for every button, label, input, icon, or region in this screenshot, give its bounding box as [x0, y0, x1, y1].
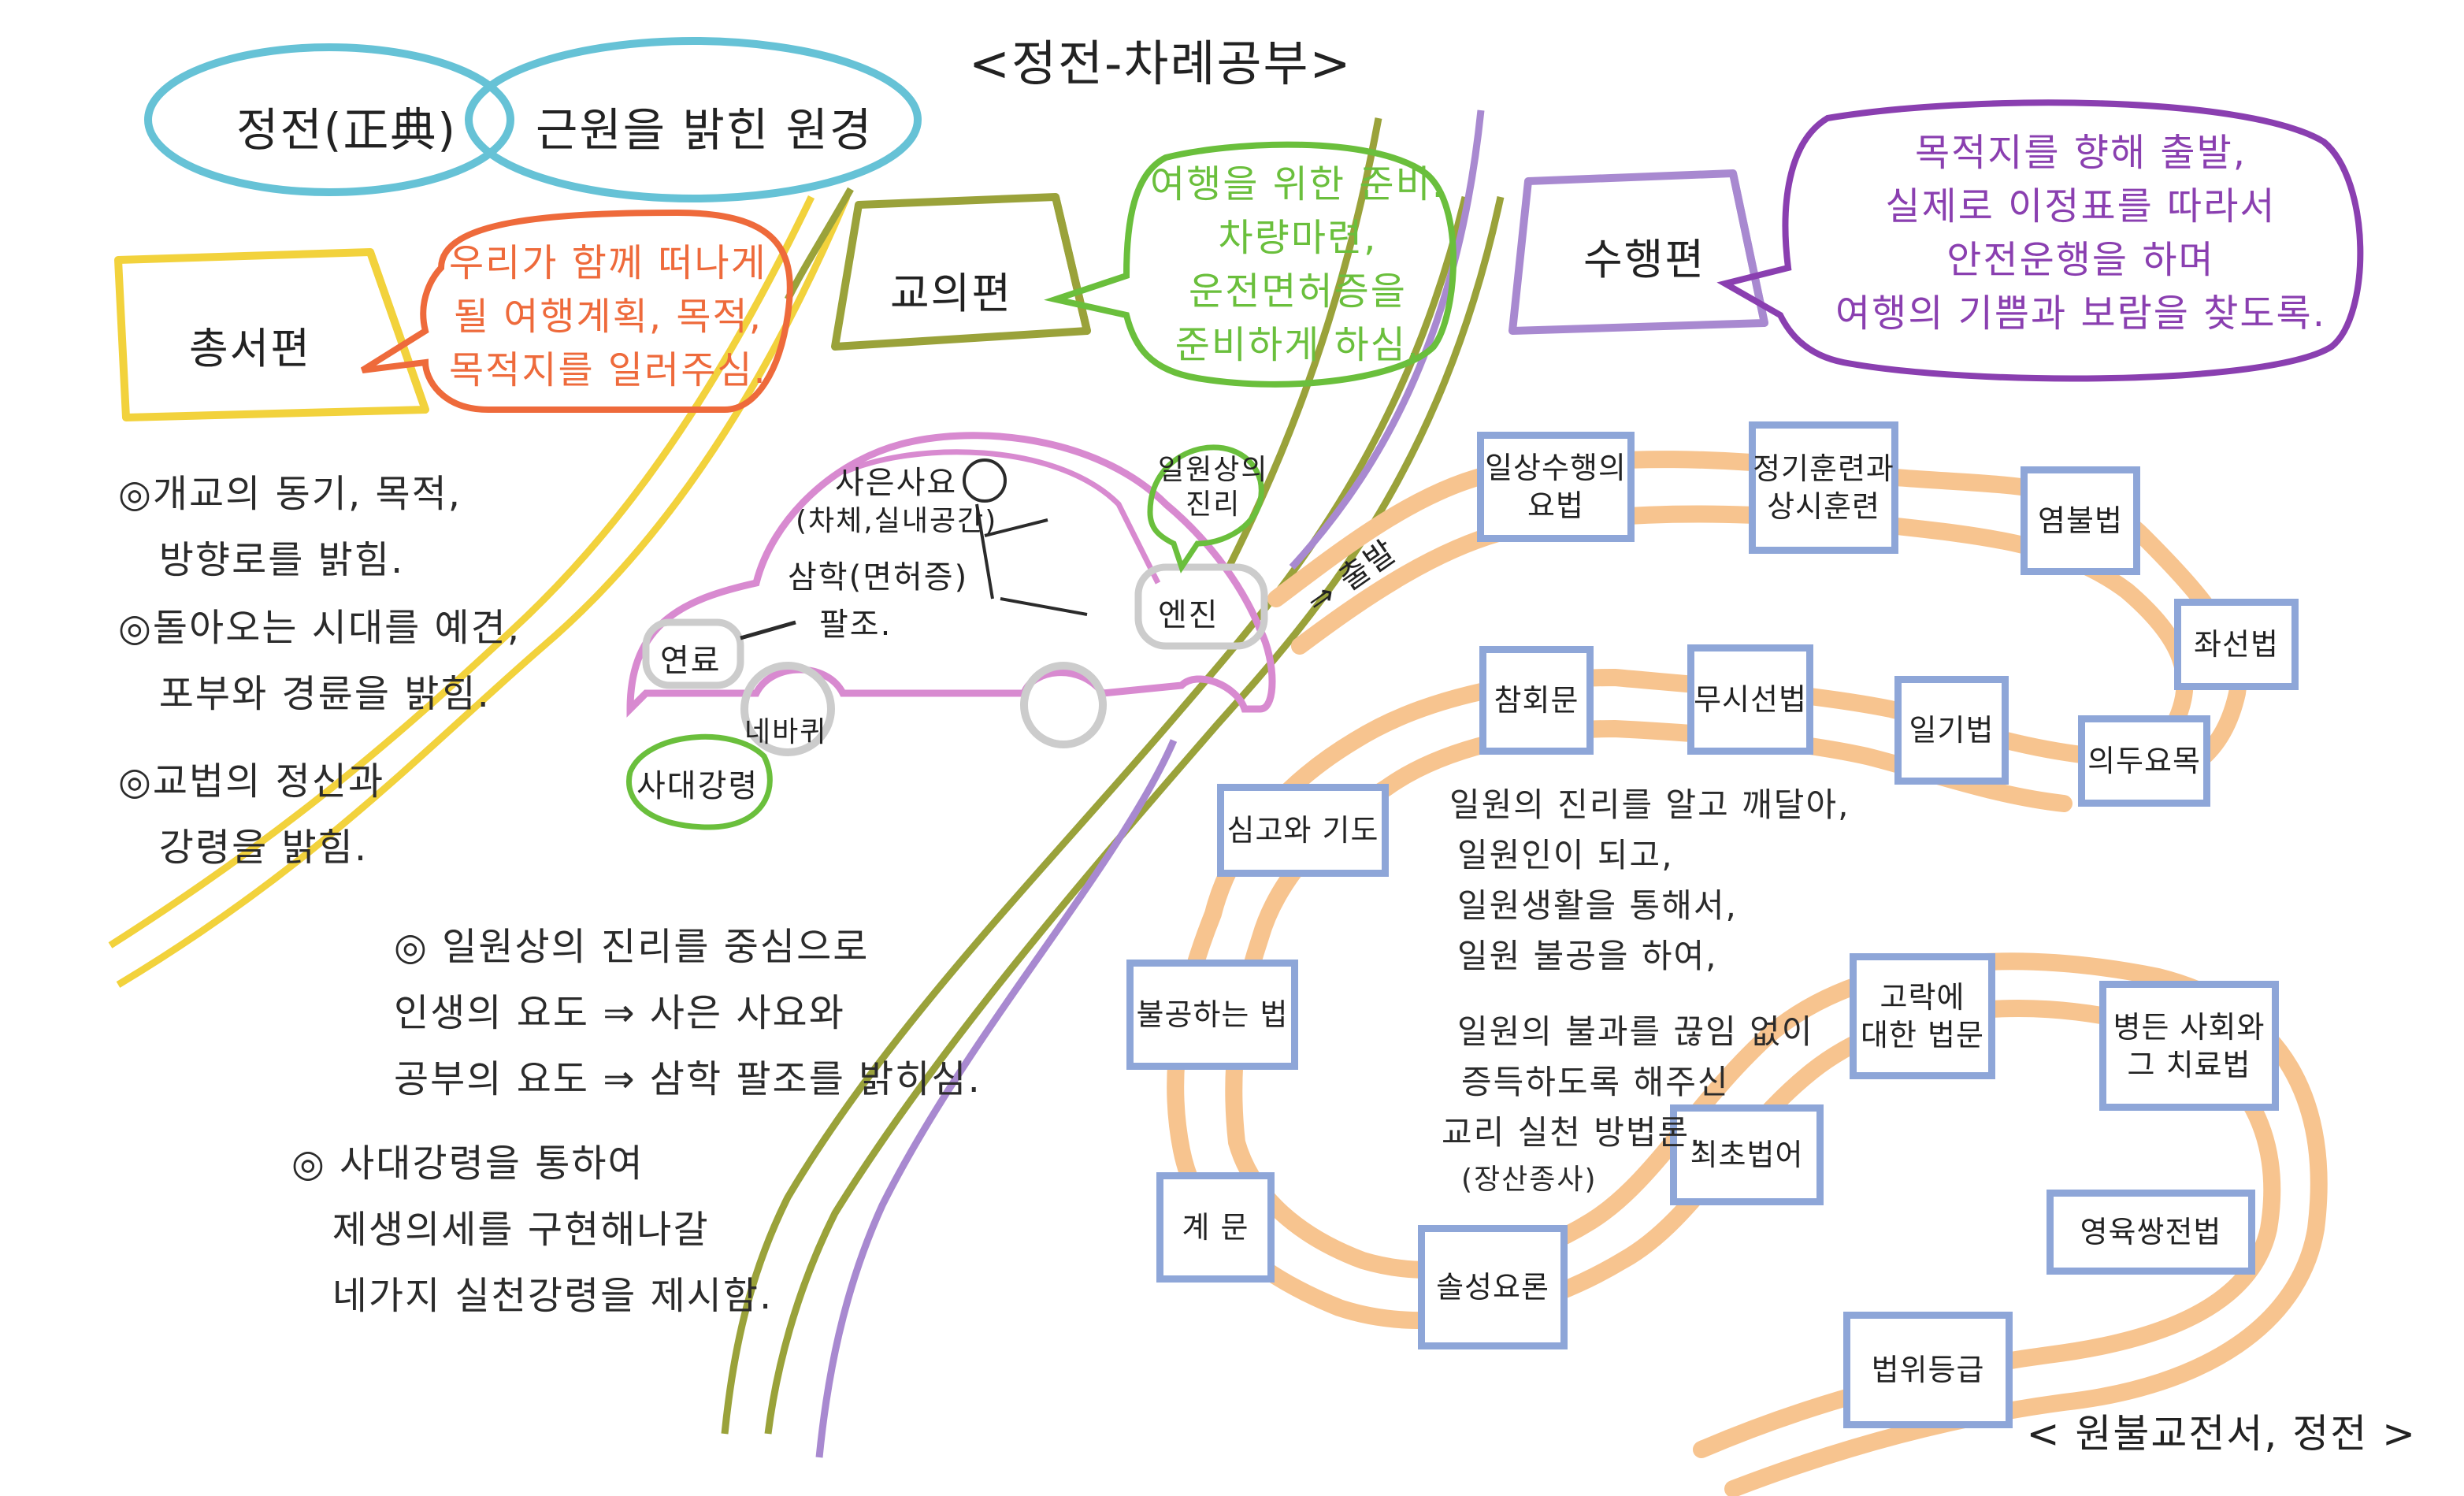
speech-general-text: 우리가 함께 떠나게 될 여행계획, 목적, 목적지를 일러주심. [449, 241, 767, 392]
summary-line-7: 교리 실천 방법론. [1442, 1113, 1702, 1152]
road-sign-jwaseon: 좌선법 [2174, 599, 2299, 690]
summary-line-4: 일원 불공을 하여, [1457, 937, 1718, 975]
olive-road-line-2 [764, 196, 1505, 1435]
header-left-label: 정전(正典) [236, 103, 457, 157]
general-bullet-1: ◎개교의 동기, 목적, 방향로를 밝힘. [118, 472, 462, 582]
road-sign-solseong: 솔성요론 [1418, 1225, 1568, 1349]
source-credit: < 원불교전서, 정전 > [2026, 1411, 2417, 1457]
yellow-road-line-1 [108, 195, 815, 948]
general-bullet-2: ◎돌아오는 시대를 예견, 포부와 경륜을 밝힘. [118, 606, 521, 716]
car-label-body: (차체,실내공간) [796, 505, 998, 537]
doctrine-bullet-1: ◎ 일원상의 진리를 중심으로 인생의 요도 ⇒ 사은 사요와 공부의 요도 ⇒… [394, 925, 982, 1101]
tent-practice-label: 수행편 [1583, 235, 1706, 284]
speech-bubble-general [360, 209, 793, 413]
header-right-label: 근원을 밝힌 원경 [536, 103, 874, 157]
road-sign-uidu: 의두요목 [2078, 715, 2210, 807]
road-sign-dharma-rank: 법위등급 [1843, 1312, 2013, 1428]
olive-road-line-1 [721, 195, 1469, 1435]
header-ellipse-right [465, 37, 922, 202]
car-label-samhak: 삼학(면허증) [788, 559, 969, 596]
tent-general-label: 총서편 [189, 324, 312, 373]
page-title: <정전-차례공부> [969, 35, 1353, 92]
car-label-fuel: 연료 [660, 643, 722, 679]
summary-author: (장산종사) [1461, 1164, 1598, 1196]
yellow-road-line-2 [116, 195, 851, 988]
road-sign-training: 정기훈련과 상시훈련 [1749, 421, 1898, 554]
tent-doctrine-label: 교의편 [890, 269, 1013, 318]
summary-line-5: 일원의 불과를 끊임 없이 [1457, 1012, 1814, 1051]
car-label-wheels: 네바퀴 [744, 716, 828, 748]
road-sign-yeongyuk: 영육쌍전법 [2047, 1190, 2255, 1275]
road-sign-musiseon: 무시선법 [1687, 644, 1813, 755]
olive-road-line-3 [784, 187, 854, 302]
road-sign-diary: 일기법 [1894, 676, 2009, 785]
purple-road-line-2 [815, 739, 1178, 1458]
speech-bubble-practice [1716, 99, 2364, 382]
winding-road [1167, 451, 2328, 1496]
road-sign-first-sermon: 최초법어 [1670, 1104, 1824, 1205]
road-sign-daily-practice: 일상수행의 요법 [1477, 432, 1635, 542]
doctrine-bullet-2: ◎ 사대강령을 통하여 제생의세를 구현해나갈 네가지 실천강령을 제시함. [291, 1141, 774, 1318]
road-sign-repentance: 참회문 [1479, 646, 1594, 755]
summary-line-6: 증득하도록 해주신 [1461, 1063, 1730, 1101]
tent-practice [1508, 169, 1768, 335]
speech-doctrine-text: 여행을 위한 준비. 차량마련, 운전면허증을 준비하게 하심. [1150, 162, 1445, 367]
road-sign-precepts: 계 문 [1156, 1172, 1275, 1283]
tent-doctrine [831, 193, 1091, 351]
speech-practice-text: 목적지를 향해 출발, 실제로 이정표를 따라서 안전운행을 하며 여행의 기쁨… [1835, 131, 2326, 336]
tent-general [114, 248, 429, 421]
purple-road-line-1 [1289, 110, 1485, 570]
road-sign-society: 병든 사회와 그 치료법 [2099, 981, 2279, 1111]
wheel-bubble-text: 사대강령 [636, 768, 759, 804]
car-label-paljo: 팔조. [819, 607, 892, 643]
car-label-saeun: 사은사요 [835, 465, 958, 501]
summary-line-3: 일원생활을 통해서, [1457, 886, 1738, 925]
road-sign-yeombul: 염불법 [2021, 466, 2140, 575]
speech-bubble-doctrine [1044, 141, 1457, 388]
general-bullet-3: ◎교법의 정신과 강령을 밝힘. [118, 759, 385, 870]
car-label-engine: 엔진 [1158, 597, 1219, 633]
header-ellipse-left [144, 43, 514, 196]
summary-line-1: 일원의 진리를 알고 깨달아, [1449, 785, 1850, 824]
road-sign-bulgong: 불공하는 법 [1126, 960, 1298, 1070]
summary-line-2: 일원인이 되고, [1457, 836, 1674, 874]
car [626, 432, 1276, 830]
engine-bubble-text: 일원상의 진리 [1158, 454, 1269, 521]
road-sign-prayer: 심고와 기도 [1217, 784, 1389, 877]
road-sign-suffering-joy: 고락에 대한 법문 [1850, 953, 1995, 1079]
